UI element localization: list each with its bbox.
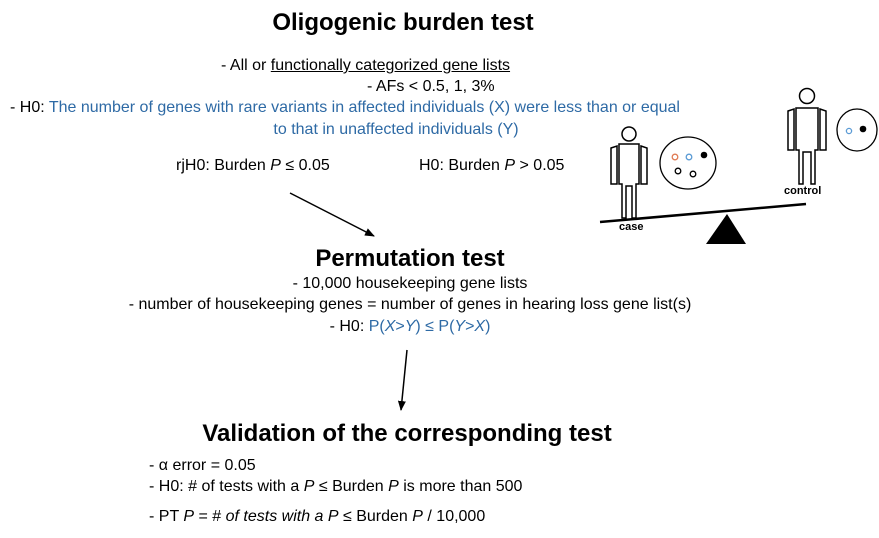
control-label: control: [784, 185, 821, 197]
control-person-icon: [787, 87, 827, 185]
case-label: case: [619, 221, 643, 233]
seesaw-icon: [599, 202, 807, 244]
housekeeping-count-line: - number of housekeeping genes = number …: [128, 296, 692, 313]
alpha-error-line: - α error = 0.05: [149, 457, 256, 474]
gene-lists-underlined: functionally categorized gene lists: [270, 57, 511, 74]
pt-p-b: = #: [194, 508, 226, 525]
h0-burden-line: - H0: The number of genes with rare vari…: [10, 99, 680, 117]
accept-h0-prefix: H0: Burden: [419, 157, 505, 174]
pt-p-i: of tests with a: [225, 508, 328, 525]
formula-gt1: >: [395, 318, 405, 335]
accept-h0-label: H0: Burden P > 0.05: [419, 157, 564, 175]
arrow-to-permutation: [289, 192, 375, 237]
reject-h0-prefix: rjH0: Burden: [176, 157, 271, 174]
reject-h0-suffix: ≤ 0.05: [280, 157, 330, 174]
reject-h0-p: P: [270, 157, 281, 174]
h0-burden-prefix: - H0:: [10, 99, 49, 116]
oligogenic-burden-title: Oligogenic burden test: [272, 9, 534, 36]
case-person-icon: [610, 126, 648, 219]
formula-y2: Y: [454, 318, 466, 335]
formula-gt2: >: [465, 318, 475, 335]
pt-p-p1: P: [183, 508, 195, 525]
case-gene-bubble-icon: [659, 136, 717, 190]
pt-p-p3: P: [412, 508, 423, 525]
validation-h0-p1: P: [303, 478, 315, 495]
seesaw-beam: [599, 202, 807, 224]
permutation-test-title: Permutation test: [315, 245, 505, 272]
validation-h0-line: - H0: # of tests with a P ≤ Burden P is …: [149, 478, 522, 496]
pt-p-a: - PT: [149, 508, 184, 525]
reject-h0-label: rjH0: Burden P ≤ 0.05: [176, 157, 330, 175]
pt-p-line: - PT P = # of tests with a P ≤ Burden P …: [149, 508, 485, 526]
formula-x2: X: [474, 318, 486, 335]
formula-end: ): [485, 318, 491, 335]
permutation-h0-prefix: - H0:: [329, 318, 369, 335]
permutation-h0-formula: P(X>Y) ≤ P(Y>X): [369, 318, 491, 335]
pt-p-p2: P: [327, 508, 339, 525]
gene-lists-line: - All or functionally categorized gene l…: [221, 57, 510, 75]
control-gene-bubble-icon: [836, 108, 878, 152]
formula-x1: X: [384, 318, 396, 335]
pt-p-d: / 10,000: [422, 508, 486, 525]
validation-h0-p2: P: [388, 478, 399, 495]
formula-mid: ) ≤ P(: [415, 318, 455, 335]
housekeeping-lists-line: - 10,000 housekeeping gene lists: [292, 275, 528, 292]
afs-line: - AFs < 0.5, 1, 3%: [367, 78, 495, 95]
arrow-to-validation: [397, 349, 408, 411]
accept-h0-p: P: [504, 157, 516, 174]
seesaw-fulcrum: [706, 214, 746, 244]
formula-p-open: P(: [368, 318, 385, 335]
accept-h0-suffix: > 0.05: [515, 157, 565, 174]
gene-lists-prefix: - All or: [221, 57, 271, 74]
formula-y1: Y: [404, 318, 416, 335]
h0-burden-text-1: The number of genes with rare variants i…: [48, 99, 680, 116]
h0-burden-text-2: to that in unaffected individuals (Y): [273, 121, 519, 138]
validation-h0-a: - H0: # of tests with a: [149, 478, 304, 495]
permutation-h0-line: - H0: P(X>Y) ≤ P(Y>X): [330, 318, 491, 336]
validation-title: Validation of the corresponding test: [202, 420, 612, 447]
validation-h0-c: is more than 500: [398, 478, 523, 495]
validation-h0-b: ≤ Burden: [314, 478, 389, 495]
pt-p-c: ≤ Burden: [338, 508, 413, 525]
